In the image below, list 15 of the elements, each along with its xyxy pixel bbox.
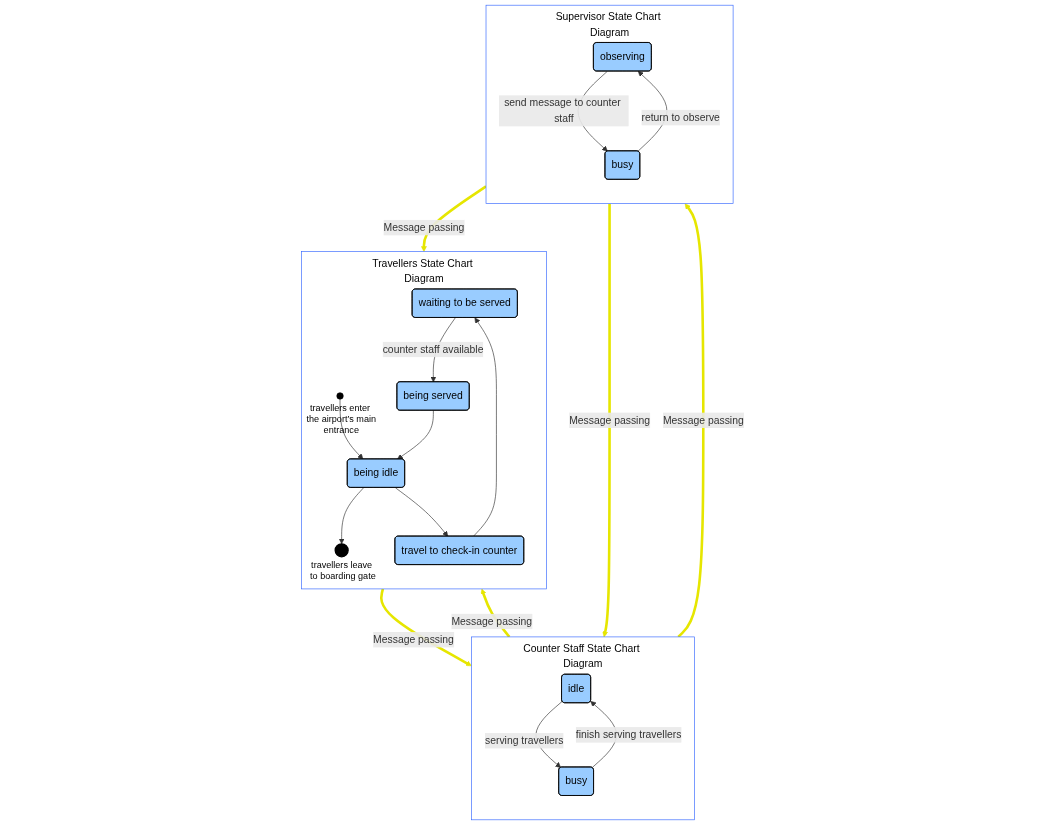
- edge-label: Message passing: [373, 633, 454, 646]
- arrow: [677, 203, 705, 638]
- edge-label: Message passing: [662, 414, 744, 426]
- arrow: [602, 203, 611, 638]
- edge-label: Message passing: [569, 414, 650, 426]
- edge-label: counter staff available: [382, 343, 484, 355]
- edge-label: Message passing: [383, 221, 465, 233]
- node-caption: travellers enter the airport’s main entrance: [306, 402, 377, 435]
- edge-label: send message to counter staff: [504, 97, 621, 124]
- edge-label: Message passing: [451, 615, 533, 627]
- edge-label: finish serving travellers: [575, 729, 682, 741]
- node-circle: [336, 392, 344, 400]
- edge-label: return to observe: [641, 111, 720, 123]
- edge-label: serving travellers: [485, 734, 564, 746]
- node-caption: travellers leave to boarding gate: [310, 560, 376, 582]
